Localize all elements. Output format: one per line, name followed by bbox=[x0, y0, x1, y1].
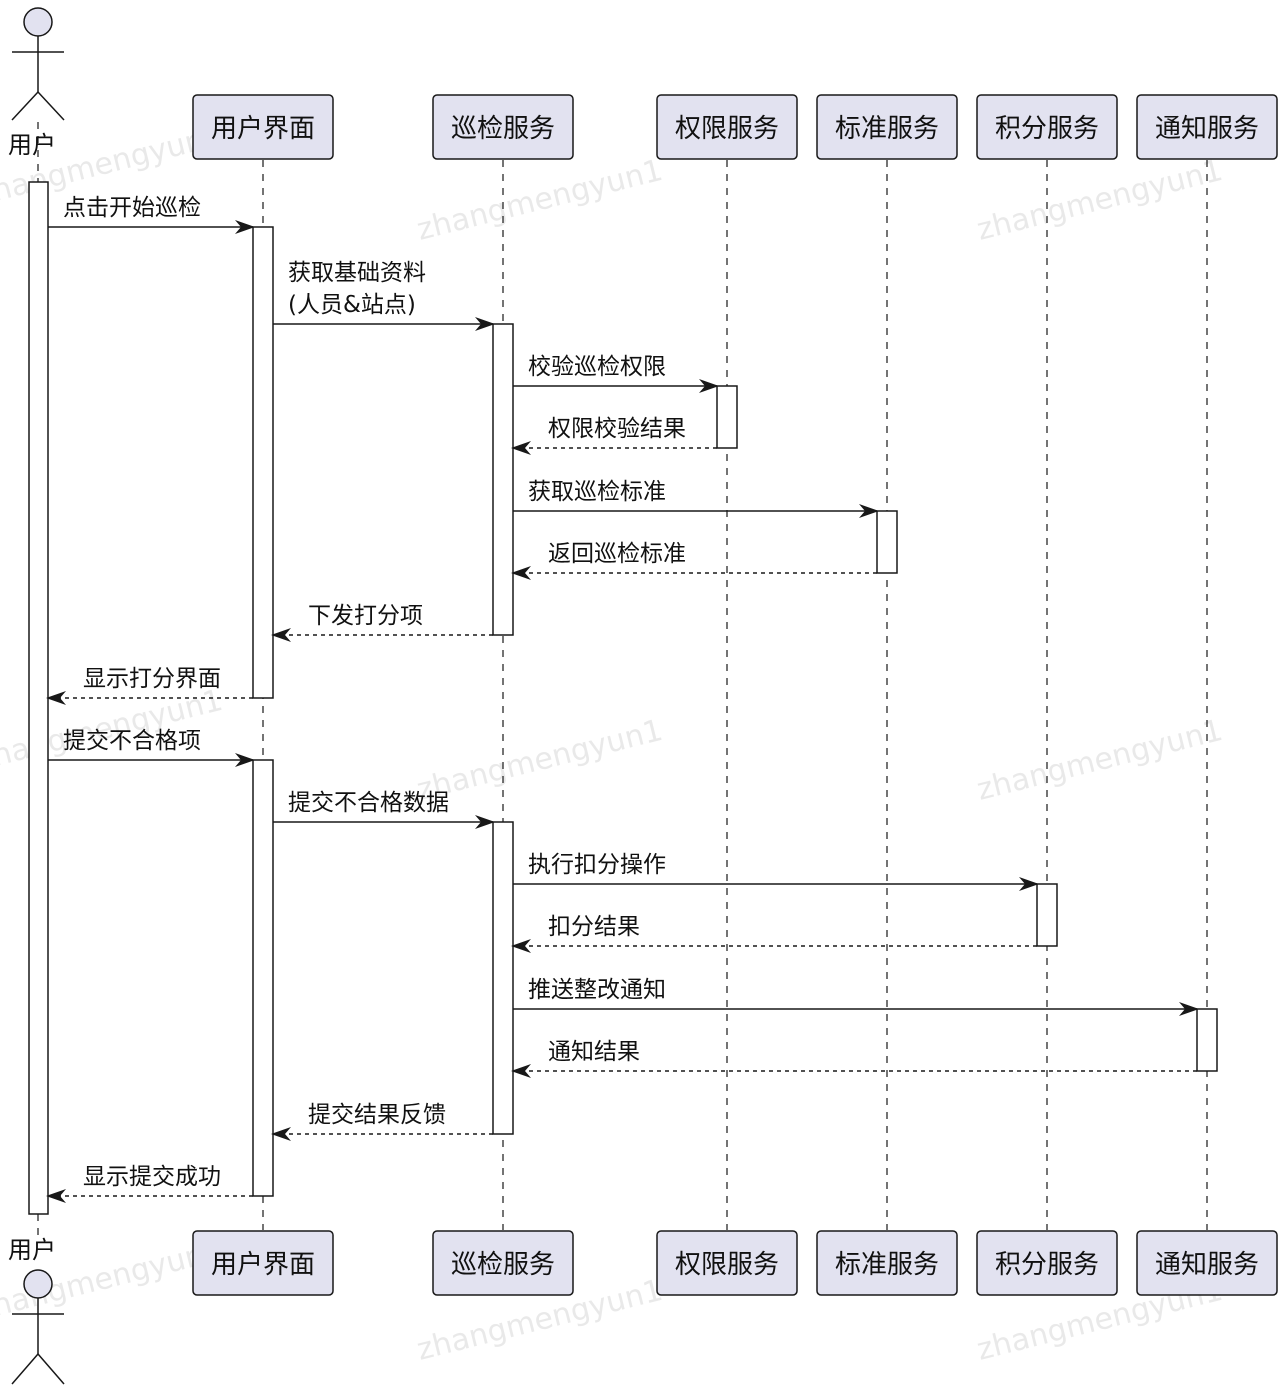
message-label: 显示打分界面 bbox=[83, 666, 221, 692]
message-3: 校验巡检权限 bbox=[513, 354, 719, 393]
activation-notify bbox=[1196, 1008, 1218, 1072]
participant-points-top: 积分服务 bbox=[976, 94, 1118, 160]
participant-ui-top: 用户界面 bbox=[192, 94, 334, 160]
message-14: 通知结果 bbox=[511, 1039, 1197, 1078]
message-label: 权限校验结果 bbox=[548, 416, 686, 442]
message-6: 返回巡检标准 bbox=[511, 541, 877, 580]
message-7: 下发打分项 bbox=[271, 603, 493, 642]
message-5: 获取巡检标准 bbox=[513, 479, 879, 518]
actor-label-top: 用户 bbox=[8, 131, 56, 159]
message-8: 显示打分界面 bbox=[46, 666, 253, 705]
watermark-text: zhangmengyun1 bbox=[413, 713, 666, 808]
participant-label: 标准服务 bbox=[835, 114, 939, 144]
message-4: 权限校验结果 bbox=[511, 416, 717, 455]
participant-label: 通知服务 bbox=[1155, 1250, 1259, 1280]
message-label: 执行扣分操作 bbox=[528, 852, 666, 878]
participant-auth-bottom: 权限服务 bbox=[656, 1230, 798, 1296]
message-label: 获取基础资料 bbox=[288, 260, 426, 286]
message-label: 下发打分项 bbox=[308, 603, 423, 629]
participant-inspect-top: 巡检服务 bbox=[432, 94, 574, 160]
activation-bars bbox=[28, 181, 1218, 1215]
participants-top: 用户界面 巡检服务 权限服务 标准服务 积分服务 通知服务 bbox=[192, 94, 1278, 160]
participant-label: 标准服务 bbox=[835, 1250, 939, 1280]
activation-ui-2 bbox=[252, 759, 274, 1197]
participant-label: 用户界面 bbox=[211, 1250, 315, 1280]
participant-label: 巡检服务 bbox=[451, 1250, 555, 1280]
message-label: 推送整改通知 bbox=[528, 977, 666, 1003]
participant-standard-top: 标准服务 bbox=[816, 94, 958, 160]
activation-ui-1 bbox=[252, 226, 274, 699]
message-12: 扣分结果 bbox=[511, 914, 1037, 953]
actor-icon bbox=[11, 1269, 65, 1385]
participant-auth-top: 权限服务 bbox=[656, 94, 798, 160]
participant-label: 巡检服务 bbox=[451, 114, 555, 144]
message-1: 点击开始巡检 bbox=[48, 195, 255, 234]
activation-user bbox=[28, 181, 49, 1215]
actor-user-top: 用户 bbox=[8, 7, 65, 159]
participant-label: 积分服务 bbox=[995, 114, 1099, 144]
activation-inspect-2 bbox=[492, 821, 514, 1135]
message-label: 返回巡检标准 bbox=[548, 541, 686, 567]
message-label: (人员&站点) bbox=[288, 292, 416, 318]
watermark-text: zhangmengyun1 bbox=[973, 153, 1226, 248]
message-label: 通知结果 bbox=[548, 1039, 640, 1065]
participant-label: 权限服务 bbox=[675, 1250, 779, 1280]
participant-notify-top: 通知服务 bbox=[1136, 94, 1278, 160]
message-label: 校验巡检权限 bbox=[528, 354, 666, 380]
participant-label: 权限服务 bbox=[675, 114, 779, 144]
participant-notify-bottom: 通知服务 bbox=[1136, 1230, 1278, 1296]
watermark-text: zhangmengyun1 bbox=[973, 713, 1226, 808]
message-label: 提交结果反馈 bbox=[308, 1102, 446, 1128]
message-9: 提交不合格项 bbox=[48, 728, 255, 767]
message-15: 提交结果反馈 bbox=[271, 1102, 493, 1141]
activation-auth bbox=[716, 385, 738, 449]
activation-points bbox=[1036, 883, 1058, 947]
message-label: 获取巡检标准 bbox=[528, 479, 666, 505]
message-10: 提交不合格数据 bbox=[273, 790, 495, 829]
message-2: 获取基础资料 (人员&站点) bbox=[273, 260, 495, 331]
message-label: 扣分结果 bbox=[548, 914, 640, 940]
message-label: 显示提交成功 bbox=[83, 1164, 221, 1190]
message-11: 执行扣分操作 bbox=[513, 852, 1039, 891]
participant-label: 用户界面 bbox=[211, 114, 315, 144]
participant-label: 积分服务 bbox=[995, 1250, 1099, 1280]
actor-user-bottom: 用户 bbox=[8, 1236, 65, 1385]
actor-label-bottom: 用户 bbox=[8, 1236, 56, 1264]
message-label: 提交不合格数据 bbox=[288, 790, 449, 816]
message-13: 推送整改通知 bbox=[513, 977, 1199, 1016]
activation-standard bbox=[876, 510, 898, 574]
message-label: 提交不合格项 bbox=[63, 728, 201, 754]
participant-label: 通知服务 bbox=[1155, 114, 1259, 144]
message-label: 点击开始巡检 bbox=[63, 195, 201, 221]
watermark-text: zhangmengyun1 bbox=[413, 153, 666, 248]
participant-inspect-bottom: 巡检服务 bbox=[432, 1230, 574, 1296]
participant-ui-bottom: 用户界面 bbox=[192, 1230, 334, 1296]
participant-standard-bottom: 标准服务 bbox=[816, 1230, 958, 1296]
participant-points-bottom: 积分服务 bbox=[976, 1230, 1118, 1296]
message-16: 显示提交成功 bbox=[46, 1164, 253, 1203]
actor-icon bbox=[11, 7, 65, 121]
participants-bottom: 用户界面 巡检服务 权限服务 标准服务 积分服务 通知服务 bbox=[192, 1230, 1278, 1296]
activation-inspect-1 bbox=[492, 323, 514, 636]
